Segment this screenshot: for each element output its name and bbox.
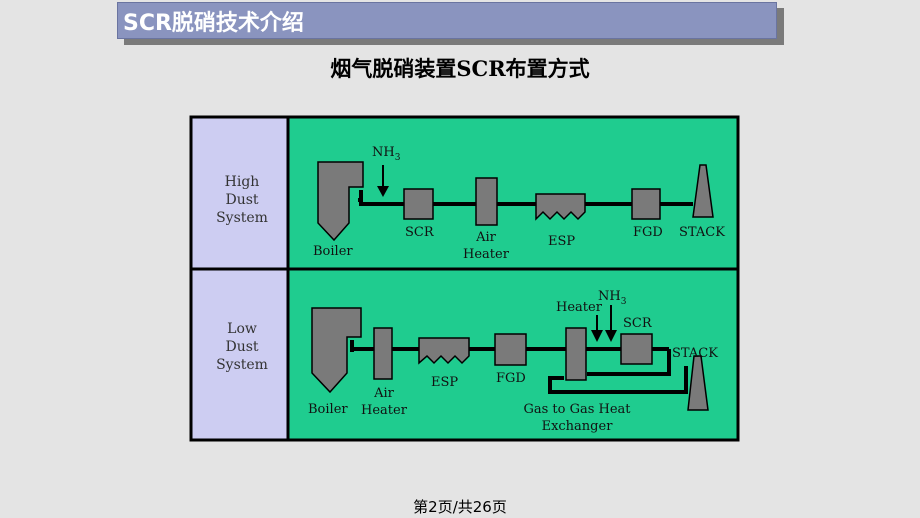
high-dust-label-panel [191,117,288,269]
high-dust-air-heater-label-line2: Heater [463,247,510,262]
slide-title: SCR脱硝技术介绍 [123,11,304,36]
stack-shape [692,164,714,218]
diagram-subtitle: 烟气脱硝装置SCR布置方式 [330,56,590,81]
low-dust-boiler-shape [311,307,362,394]
low-dust-scr-label: SCR [623,316,653,331]
low-dust-nh3-arrow-icon [605,330,617,342]
high-dust-label-line1: High [225,174,260,190]
high-dust-scr-label: SCR [405,225,435,240]
diagram-frame [189,115,740,442]
scr-return-duct [587,349,671,376]
low-dust-heater-label: Heater [556,300,603,315]
low-dust-scr-block [620,333,653,365]
low-dust-air-heater-label-line1: Air [373,386,395,401]
low-dust-stack-shape [687,355,709,411]
high-dust-label-line2: Dust [225,192,258,208]
ggh-label-line2: Exchanger [542,419,614,434]
high-dust-boiler-label: Boiler [313,244,353,259]
high-dust-stack-label: STACK [679,225,725,240]
ggh-to-stack-duct [548,366,688,394]
high-dust-nh3-label: NH3 [372,145,401,163]
low-dust-label-line3: System [216,357,268,373]
low-dust-label-panel [191,269,288,440]
esp-block [535,193,586,221]
scr-reactor-block [403,188,434,220]
high-dust-esp-label: ESP [548,234,575,249]
air-heater-block [475,177,498,226]
ggh-block [565,327,587,381]
low-dust-esp-label: ESP [431,375,458,390]
fgd-block [631,188,661,220]
high-dust-label-line3: System [216,210,268,226]
low-dust-boiler-label: Boiler [308,402,348,417]
low-dust-esp-block [418,337,470,365]
high-dust-flow-panel [288,117,738,269]
high-dust-air-heater-label-line1: Air [475,230,497,245]
low-dust-label-line1: Low [227,321,257,337]
nh3-arrow-icon [377,186,389,197]
heater-arrow-icon [591,330,603,342]
low-dust-nh3-label: NH3 [598,289,627,307]
low-dust-fgd-label: FGD [496,371,526,386]
low-dust-flow: Boiler Air Heater ESP FGD Heater NH3 SCR… [308,289,718,434]
low-dust-label-line2: Dust [225,339,258,355]
low-dust-fgd-block [494,333,527,366]
low-dust-stack-label: STACK [672,346,718,361]
ggh-label-line1: Gas to Gas Heat [523,402,631,417]
high-dust-flow: NH3 Boiler SCR Air Heater ESP FGD STACK [313,145,725,262]
page-counter: 第2页/共26页 [413,498,507,516]
high-dust-fgd-label: FGD [633,225,663,240]
boiler-shape [317,161,364,242]
title-bar [117,2,777,39]
low-dust-air-heater-label-line2: Heater [361,403,408,418]
low-dust-air-heater-block [373,327,393,380]
